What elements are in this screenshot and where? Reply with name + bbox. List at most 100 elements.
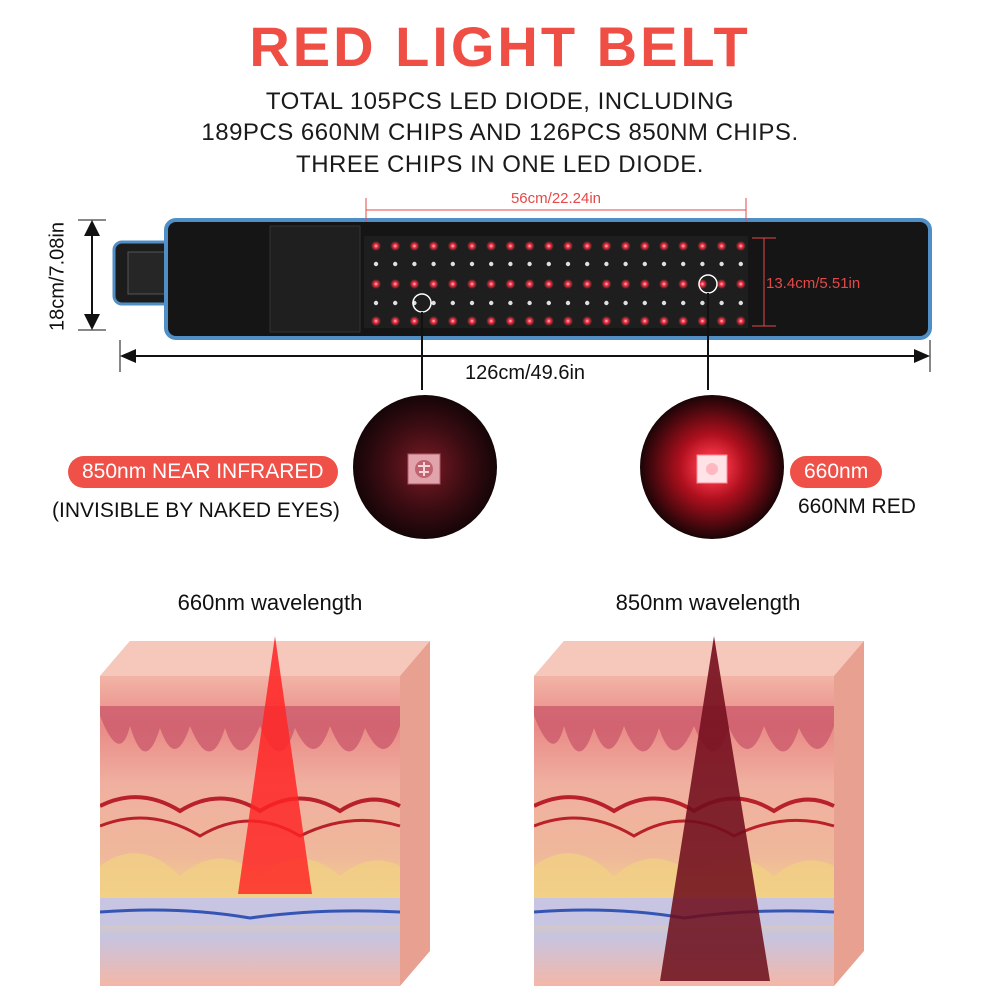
led-660: [620, 241, 631, 251]
led-850: [565, 300, 571, 306]
led-850: [373, 300, 379, 306]
led-850: [661, 261, 667, 267]
nir-chip-closeup: [353, 395, 497, 539]
led-850: [431, 261, 436, 267]
led-850: [700, 261, 705, 267]
led-850: [681, 300, 686, 306]
led-660: [428, 316, 439, 326]
led-660: [716, 316, 727, 326]
led-850: [700, 300, 705, 306]
led-850: [604, 300, 609, 306]
led-660: [543, 279, 554, 289]
red-chip-closeup: [640, 395, 784, 539]
led-660: [409, 279, 420, 289]
led-660: [639, 316, 650, 326]
led-660: [678, 241, 689, 251]
led-850: [373, 261, 379, 267]
led-660: [409, 316, 420, 326]
led-660: [678, 316, 689, 326]
led-660: [505, 279, 516, 289]
led-850: [450, 261, 455, 267]
led-660: [467, 279, 477, 289]
led-660: [601, 241, 612, 251]
led-660: [371, 316, 381, 326]
led-850: [585, 261, 590, 267]
led-850: [642, 261, 647, 267]
belt-length-label: 126cm/49.6in: [464, 362, 586, 384]
led-660: [486, 279, 497, 289]
led-660: [543, 316, 554, 326]
led-660: [735, 241, 746, 251]
led-660: [697, 316, 708, 326]
led-850: [738, 300, 743, 306]
led-660: [390, 316, 401, 326]
led-850: [508, 300, 513, 306]
led-660: [447, 279, 458, 289]
led-850: [604, 261, 609, 267]
led-660: [505, 316, 516, 326]
led-660: [524, 279, 535, 289]
led-850: [623, 261, 628, 267]
led-850: [489, 300, 494, 306]
led-850: [527, 300, 532, 306]
led-660: [390, 241, 401, 251]
led-660: [582, 316, 593, 326]
led-660: [620, 279, 631, 289]
led-850: [546, 261, 551, 267]
led-850: [527, 261, 532, 267]
led-660: [659, 279, 669, 289]
led-660: [582, 279, 593, 289]
led-660: [371, 241, 381, 251]
led-660: [697, 241, 708, 251]
led-850: [565, 261, 571, 267]
led-660: [524, 316, 535, 326]
led-850: [508, 261, 513, 267]
led-850: [642, 300, 647, 306]
led-850: [450, 300, 455, 306]
led-850: [546, 300, 551, 306]
panel-width-label: 56cm/22.24in: [510, 190, 602, 207]
led-660: [735, 316, 746, 326]
led-850: [738, 261, 743, 267]
led-850: [412, 261, 417, 267]
red-badge: 660nm: [790, 456, 883, 488]
led-660: [716, 241, 727, 251]
wave-850-label: 850nm wavelength: [615, 590, 801, 615]
nir-badge: 850nm NEAR INFRARED: [68, 456, 338, 488]
led-660: [524, 241, 535, 251]
led-660: [505, 241, 516, 251]
led-850: [719, 300, 724, 306]
led-660: [447, 241, 458, 251]
led-660: [409, 241, 420, 251]
subtitle-line-2: 189PCS 660NM CHIPS AND 126PCS 850NM CHIP…: [201, 119, 799, 146]
led-660: [390, 279, 401, 289]
led-660: [486, 316, 497, 326]
wave-660-label: 660nm wavelength: [177, 590, 363, 615]
led-660: [601, 316, 612, 326]
led-660: [735, 279, 746, 289]
led-850: [393, 300, 398, 306]
led-660: [620, 316, 631, 326]
skin-section-850: [534, 636, 864, 986]
panel-height-label: 13.4cm/5.51in: [766, 275, 861, 292]
page-title: RED LIGHT BELT: [249, 15, 751, 78]
led-660: [428, 241, 439, 251]
belt-illustration: [78, 198, 932, 390]
led-660: [467, 241, 477, 251]
subtitle-line-1: TOTAL 105PCS LED DIODE, INCLUDING: [265, 88, 735, 115]
led-850: [719, 261, 724, 267]
led-660: [659, 316, 669, 326]
led-660: [543, 241, 554, 251]
led-660: [582, 241, 593, 251]
skin-section-660: [100, 636, 430, 986]
belt-height-label: 18cm/7.08in: [46, 222, 69, 331]
led-660: [563, 316, 573, 326]
led-850: [393, 261, 398, 267]
led-660: [467, 316, 477, 326]
nir-note: (INVISIBLE BY NAKED EYES): [52, 499, 340, 522]
subtitle-line-3: THREE CHIPS IN ONE LED DIODE.: [296, 151, 704, 178]
led-660: [371, 279, 381, 289]
led-850: [585, 300, 590, 306]
led-660: [428, 279, 439, 289]
red-note: 660NM RED: [798, 495, 916, 518]
